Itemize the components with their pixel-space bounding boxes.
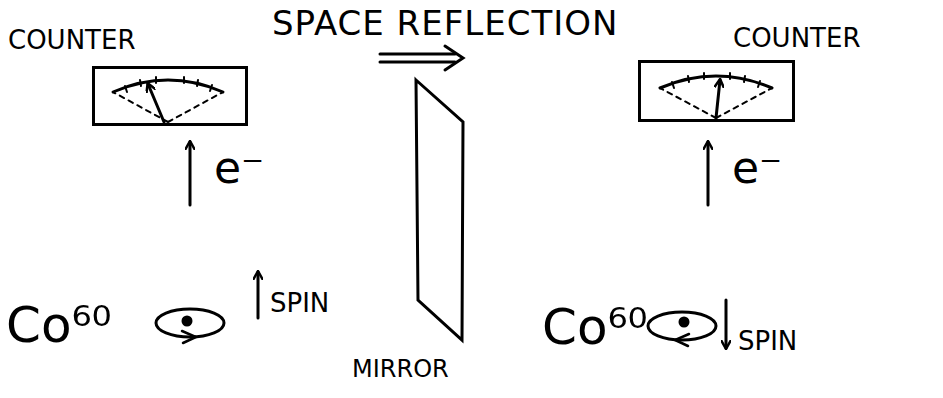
counter-label: COUNTER — [733, 25, 860, 51]
mirror — [416, 80, 463, 340]
electron-label: e⁻ — [214, 146, 264, 190]
gauge — [660, 73, 772, 118]
electron-arrow — [707, 142, 710, 205]
electron-arrow — [189, 142, 192, 205]
spin-label: SPIN — [270, 290, 329, 316]
electron-label: e⁻ — [732, 146, 782, 190]
spinning-nucleus — [648, 312, 716, 346]
isotope-label: Co⁶⁰ — [542, 302, 648, 352]
mirror-label: MIRROR — [352, 357, 449, 381]
diagram-title: SPACE REFLECTION — [272, 6, 618, 40]
spin-arrow — [725, 300, 728, 348]
spin-label: SPIN — [738, 328, 797, 354]
counter-label: COUNTER — [8, 27, 135, 53]
spinning-nucleus — [156, 309, 224, 343]
isotope-label: Co⁶⁰ — [6, 300, 112, 350]
gauge — [113, 77, 223, 122]
counter-box: COUNTER — [92, 66, 248, 126]
spin-arrow — [257, 272, 260, 318]
reflection-arrow — [380, 46, 463, 70]
counter-box: COUNTER — [638, 60, 795, 122]
